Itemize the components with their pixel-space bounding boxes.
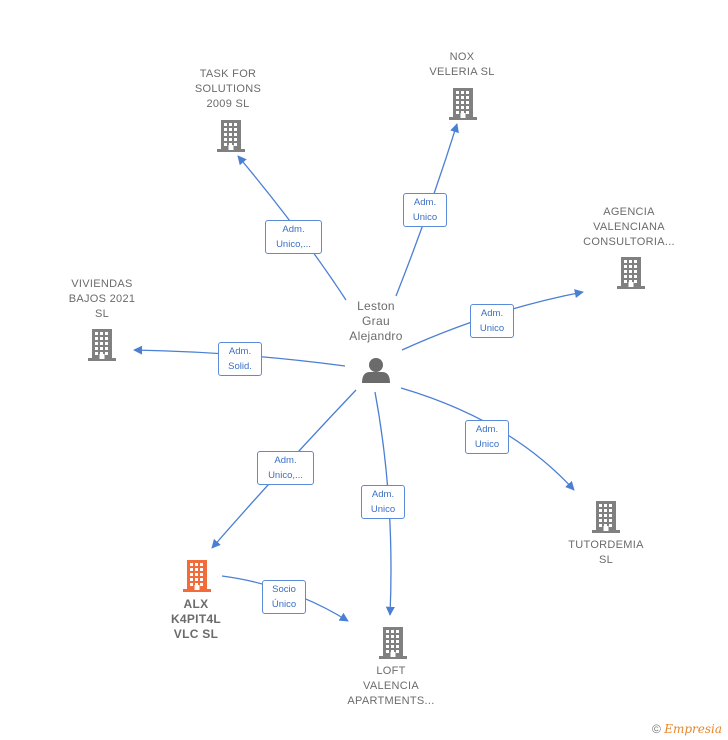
building-icon <box>217 120 245 152</box>
central-person-name[interactable]: Leston Grau Alejandro <box>349 299 403 343</box>
relation-label-alx: Adm. Unico,... <box>257 451 314 485</box>
person-icon <box>362 358 390 383</box>
relation-label-tutordemia: Adm. Unico <box>465 420 509 454</box>
building-icon <box>449 88 477 120</box>
building-icon <box>183 560 211 592</box>
company-name: TUTORDEMIA SL <box>568 539 644 566</box>
relation-label-viviendas: Adm. Solid. <box>218 342 262 376</box>
building-icon <box>379 627 407 659</box>
building-icon <box>88 329 116 361</box>
company-name: LOFT VALENCIA APARTMENTS... <box>347 665 435 707</box>
relation-label-alx-loft: Socio Único <box>262 580 306 614</box>
copyright-credit: © Empresia <box>652 722 722 736</box>
relation-label-task: Adm. Unico,... <box>265 220 322 254</box>
relation-label-loft: Adm. Unico <box>361 485 405 519</box>
building-icon <box>617 257 645 289</box>
company-name: ALX K4PIT4L VLC SL <box>170 597 222 641</box>
company-name: AGENCIA VALENCIANA CONSULTORIA... <box>583 206 675 248</box>
copyright-symbol: © <box>652 722 661 736</box>
relation-label-agencia: Adm. Unico <box>470 304 514 338</box>
building-icon <box>592 501 620 533</box>
company-name: NOX VELERIA SL <box>429 51 495 78</box>
company-name: TASK FOR SOLUTIONS 2009 SL <box>194 68 262 110</box>
company-name: VIVIENDAS BAJOS 2021 SL <box>68 278 136 320</box>
brand-name[interactable]: Empresia <box>664 722 722 736</box>
relation-label-nox: Adm. Unico <box>403 193 447 227</box>
